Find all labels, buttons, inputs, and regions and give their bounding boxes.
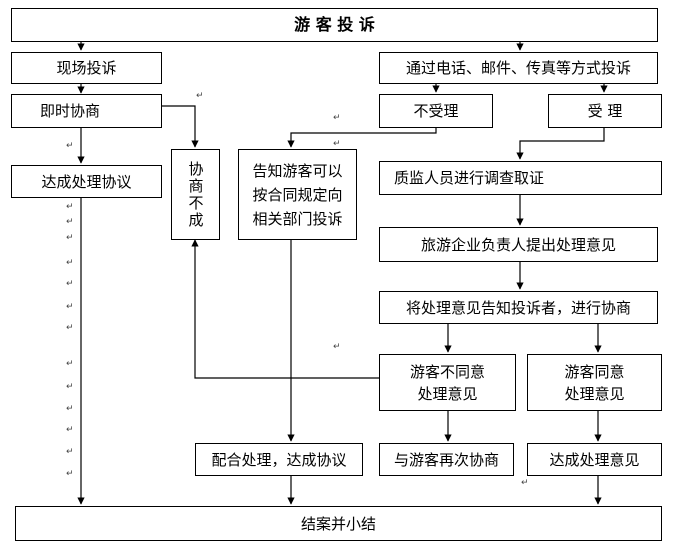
onsite-complaint-text: 现场投诉 [56, 59, 117, 77]
onsite-complaint-box: 现场投诉 [11, 52, 162, 84]
tourist-agree-text: 游客同意 处理意见 [564, 362, 625, 403]
title-text: 游 客 投 诉 [294, 15, 375, 34]
close-case-box: 结案并小结 [15, 506, 662, 541]
paragraph-mark: ↵ [66, 302, 74, 312]
cooperate-box: 配合处理，达成协议 [195, 443, 363, 476]
paragraph-mark: ↵ [333, 113, 341, 123]
paragraph-mark: ↵ [66, 382, 74, 392]
cooperate-text: 配合处理，达成协议 [211, 450, 347, 469]
investigation-box: 质监人员进行调查取证 [379, 161, 662, 195]
accept-text: 受 理 [587, 102, 623, 120]
paragraph-mark: ↵ [66, 279, 74, 289]
instant-negotiation-text: 即时协商 [40, 102, 101, 120]
arrow-disagree-to-fail [191, 239, 379, 379]
tourist-disagree-box: 游客不同意 处理意见 [379, 354, 516, 411]
paragraph-mark: ↵ [521, 478, 529, 488]
arrow-reject-to-inform [287, 128, 437, 148]
reach-opinion-text: 达成处理意见 [549, 450, 640, 469]
paragraph-mark: ↵ [333, 139, 341, 149]
arrow-accept-to-investigate [516, 128, 605, 160]
paragraph-mark: ↵ [66, 404, 74, 414]
reject-text: 不受理 [413, 102, 459, 120]
paragraph-mark: ↵ [66, 425, 74, 435]
tourist-disagree-text: 游客不同意 处理意见 [409, 362, 485, 403]
paragraph-mark: ↵ [66, 217, 74, 227]
paragraph-mark: ↵ [66, 359, 74, 369]
inform-tourist-text: 告知游客可以 按合同规定向 相关部门投诉 [252, 161, 343, 228]
negotiation-failed-box: 协商不成 [171, 149, 220, 240]
reject-box: 不受理 [379, 94, 493, 128]
notify-complainant-text: 将处理意见告知投诉者，进行协商 [405, 298, 631, 317]
inform-tourist-box: 告知游客可以 按合同规定向 相关部门投诉 [238, 149, 357, 240]
paragraph-mark: ↵ [66, 258, 74, 268]
paragraph-mark: ↵ [333, 342, 341, 352]
agreement-text: 达成处理协议 [41, 172, 132, 191]
remote-complaint-text: 通过电话、邮件、传真等方式投诉 [405, 59, 631, 77]
paragraph-mark: ↵ [66, 141, 74, 151]
renegotiate-text: 与游客再次协商 [393, 450, 499, 469]
paragraph-mark: ↵ [66, 323, 74, 333]
instant-negotiation-box: 即时协商 [11, 94, 162, 128]
manager-opinion-text: 旅游企业负责人提出处理意见 [420, 235, 616, 254]
paragraph-mark: ↵ [66, 233, 74, 243]
manager-opinion-box: 旅游企业负责人提出处理意见 [379, 227, 658, 262]
paragraph-mark: ↵ [66, 202, 74, 212]
accept-box: 受 理 [548, 94, 662, 128]
notify-complainant-box: 将处理意见告知投诉者，进行协商 [379, 291, 658, 324]
agreement-box: 达成处理协议 [11, 165, 162, 198]
remote-complaint-box: 通过电话、邮件、传真等方式投诉 [379, 52, 658, 84]
paragraph-mark: ↵ [66, 447, 74, 457]
negotiation-failed-text: 协商不成 [186, 160, 205, 229]
renegotiate-box: 与游客再次协商 [379, 443, 514, 476]
tourist-agree-box: 游客同意 处理意见 [527, 354, 662, 411]
close-case-text: 结案并小结 [300, 514, 376, 533]
arrow-negotiate-to-fail [162, 105, 199, 148]
paragraph-mark: ↵ [66, 469, 74, 479]
paragraph-mark: ↵ [196, 91, 204, 101]
investigation-text: 质监人员进行调查取证 [394, 169, 545, 187]
title-box: 游 客 投 诉 [11, 8, 658, 42]
reach-opinion-box: 达成处理意见 [527, 443, 662, 476]
